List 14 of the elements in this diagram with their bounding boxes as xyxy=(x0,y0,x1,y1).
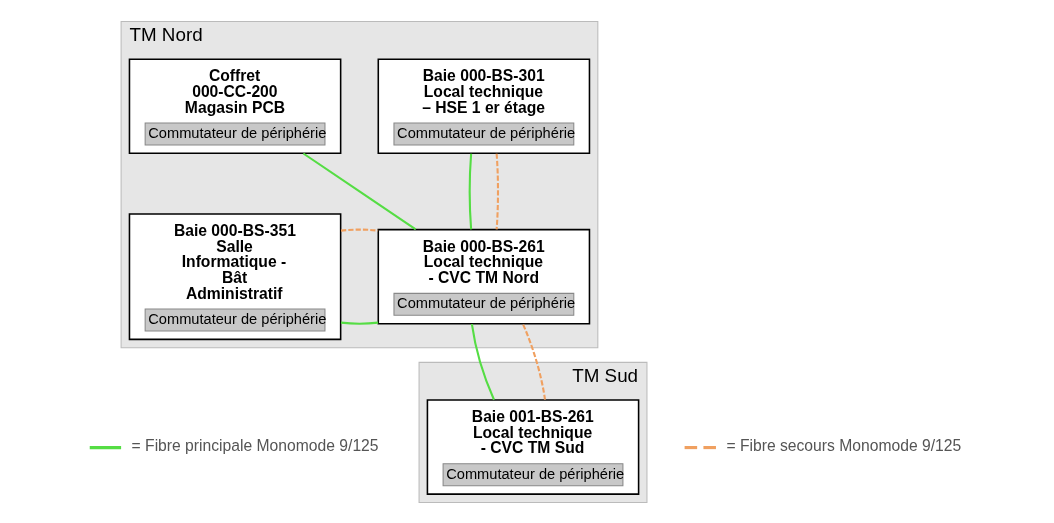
connector xyxy=(468,153,473,229)
node-box: Baie 000-BS-301 Local technique – HSE 1 er étage Commutateur de périphérie xyxy=(377,57,591,154)
legend-label: = Fibre principale Monomode 9/125 xyxy=(131,436,379,454)
node-box: Baie 000-BS-351 Salle Informatique - Bât Administratif Commutateur de périphérie xyxy=(128,212,342,340)
connector xyxy=(340,228,379,232)
connector xyxy=(302,152,417,230)
connector xyxy=(495,153,500,229)
connector xyxy=(340,321,379,325)
node-box: Baie 001-BS-261 Local technique - CVC TM Sud Commutateur de périphérie xyxy=(426,398,640,495)
connector xyxy=(470,323,495,400)
node-box: Coffret 000-CC-200 Magasin PCB Commutateur de périphérie xyxy=(128,57,342,154)
node-box: Baie 000-BS-261 Local technique - CVC TM Nord Commutateur de périphérie xyxy=(377,228,591,324)
connector xyxy=(522,323,547,400)
legend-label: = Fibre secours Monomode 9/125 xyxy=(726,436,962,454)
